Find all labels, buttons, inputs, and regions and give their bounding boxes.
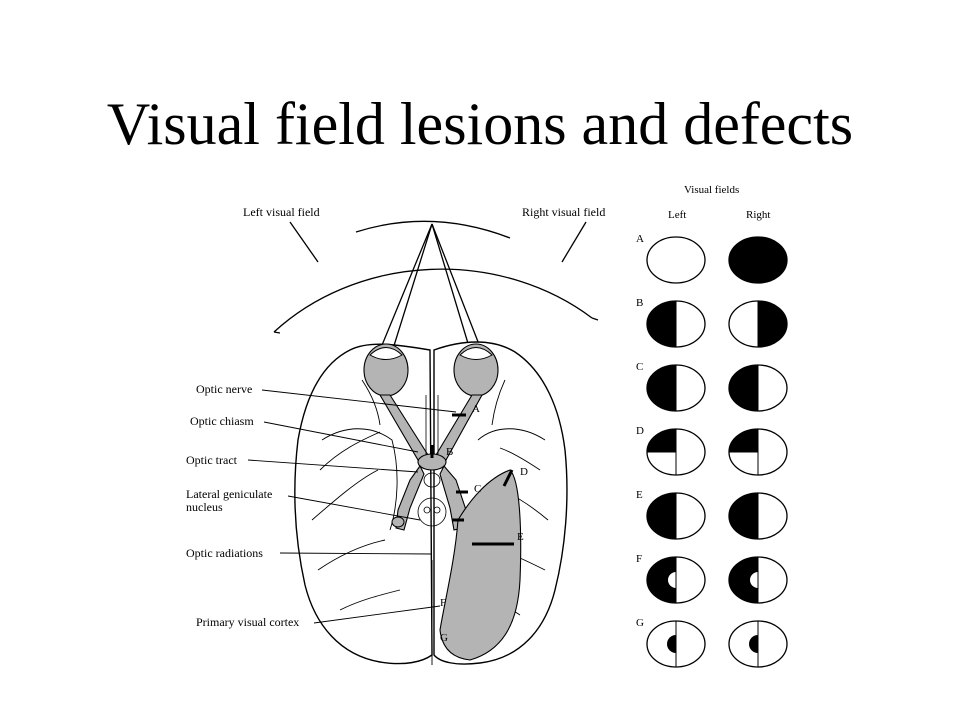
lesion-label-e: E	[517, 531, 524, 543]
lesion-label-b: B	[446, 446, 453, 458]
label-lgn-line2: nucleus	[186, 500, 223, 514]
lesion-label-f: F	[440, 597, 446, 609]
lesion-label-a: A	[472, 403, 480, 415]
right-visual-field-label: Right visual field	[522, 205, 605, 219]
left-field-e	[646, 492, 706, 540]
left-visual-field-label: Left visual field	[243, 205, 320, 219]
left-field-g	[646, 620, 706, 668]
visual-field-rows: A B C D E F G	[636, 233, 788, 668]
left-field-d	[646, 428, 706, 476]
label-leader-lines	[247, 389, 457, 624]
left-field-c	[646, 364, 706, 412]
brain-gyri	[311, 379, 549, 665]
right-field-e	[728, 492, 788, 540]
label-optic-tract: Optic tract	[186, 453, 238, 467]
lesion-mark-d	[502, 469, 514, 487]
field-row-letter-c: C	[636, 361, 643, 373]
right-column-label: Right	[746, 209, 770, 221]
left-optic-tract	[395, 464, 425, 531]
right-field-d	[728, 428, 788, 476]
field-row-letter-d: D	[636, 425, 644, 437]
lesion-label-d: D	[520, 466, 528, 478]
field-row-letter-e: E	[636, 489, 643, 501]
right-field-a	[728, 236, 788, 284]
label-primary-visual-cortex: Primary visual cortex	[196, 615, 299, 629]
slide-title: Visual field lesions and defects	[106, 91, 854, 157]
label-lgn-line1: Lateral geniculate	[186, 487, 272, 501]
right-field-f	[728, 556, 788, 604]
field-row-letter-g: G	[636, 617, 644, 629]
field-row-letter-b: B	[636, 297, 643, 309]
visual-field-arcs	[273, 220, 599, 353]
label-optic-chiasm: Optic chiasm	[190, 414, 254, 428]
right-field-c	[728, 364, 788, 412]
label-optic-nerve: Optic nerve	[196, 382, 252, 396]
label-optic-radiations: Optic radiations	[186, 546, 263, 560]
visual-fields-heading: Visual fields	[684, 184, 739, 196]
visual-field-top-arc	[355, 220, 511, 239]
field-row-letter-f: F	[636, 553, 642, 565]
left-field-a	[646, 236, 706, 284]
visual-field-outer-arc	[273, 268, 593, 333]
right-field-g	[728, 620, 788, 668]
optic-radiation	[439, 469, 522, 661]
left-field-f	[646, 556, 706, 604]
left-column-label: Left	[668, 209, 686, 221]
left-field-b	[646, 300, 706, 348]
lesion-marks	[430, 413, 514, 546]
lesion-label-c: C	[474, 483, 481, 495]
lesion-label-g: G	[440, 632, 448, 644]
right-field-b	[728, 300, 788, 348]
field-row-letter-a: A	[636, 233, 644, 245]
